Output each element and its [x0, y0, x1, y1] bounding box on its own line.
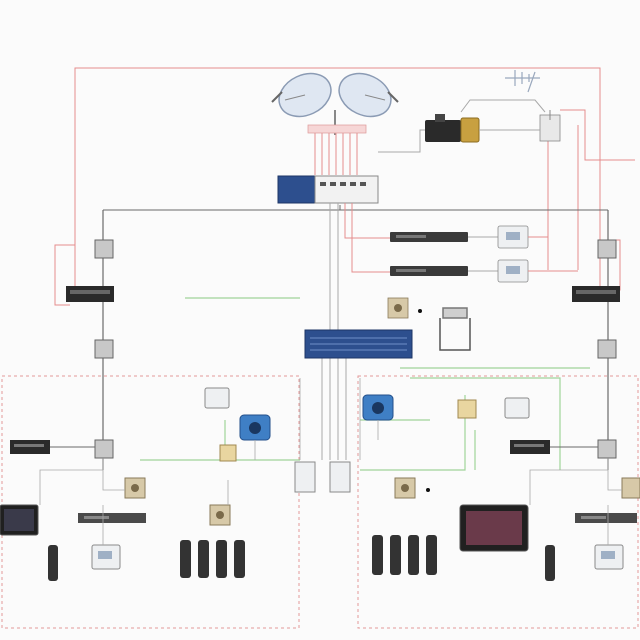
wall-socket-icon [219, 444, 237, 462]
zone-left [1, 375, 300, 629]
tv-icon [0, 504, 39, 536]
splitter-icon [539, 110, 561, 142]
modulator-icon [78, 513, 146, 523]
camera-icon [239, 414, 271, 441]
patch-panel-icon [304, 329, 413, 359]
receiver-icon [10, 440, 50, 454]
modulator-icon [390, 266, 468, 276]
wall-socket-icon [294, 461, 351, 493]
multiswitch-icon [277, 175, 379, 204]
tv-icon [459, 504, 529, 552]
wall-socket-icon [394, 477, 416, 499]
wall-socket-icon [387, 297, 409, 319]
splitter-icon [94, 239, 114, 259]
splitter-icon [94, 339, 114, 359]
splitter-icon [597, 339, 617, 359]
camera-icon [362, 394, 394, 421]
satellite-dish-icon [271, 72, 332, 118]
receiver-icon [510, 440, 550, 454]
amplifier-icon [497, 259, 529, 283]
lnb-cables [314, 130, 358, 175]
splitter-icon [94, 439, 114, 459]
splitter-icon [597, 239, 617, 259]
zone-wiring [39, 378, 622, 545]
amplifier-icon [204, 387, 230, 409]
remote-icon [372, 535, 437, 575]
amplifier-icon [504, 397, 530, 419]
receiver-icon [425, 114, 480, 143]
wall-socket-icon [124, 477, 146, 499]
splitter-icon [597, 439, 617, 459]
modulator-icon [575, 513, 637, 523]
multiswitch-icon [572, 286, 620, 302]
antenna-icon [505, 70, 540, 93]
amplifier-icon [497, 225, 529, 249]
remote-icon [545, 545, 555, 581]
zone-right [357, 375, 639, 629]
amplifier-icon [91, 544, 121, 570]
wall-socket-icon [621, 477, 640, 499]
multiswitch-icon [66, 286, 114, 302]
wall-socket-icon [209, 504, 231, 526]
remote-icon [48, 545, 58, 581]
remote-icon [180, 540, 245, 578]
wall-socket-icon [457, 399, 477, 419]
modulator-icon [390, 232, 468, 242]
amplifier-icon [594, 544, 624, 570]
camera-icon [439, 307, 471, 351]
satellite-dish-icon [338, 72, 399, 118]
